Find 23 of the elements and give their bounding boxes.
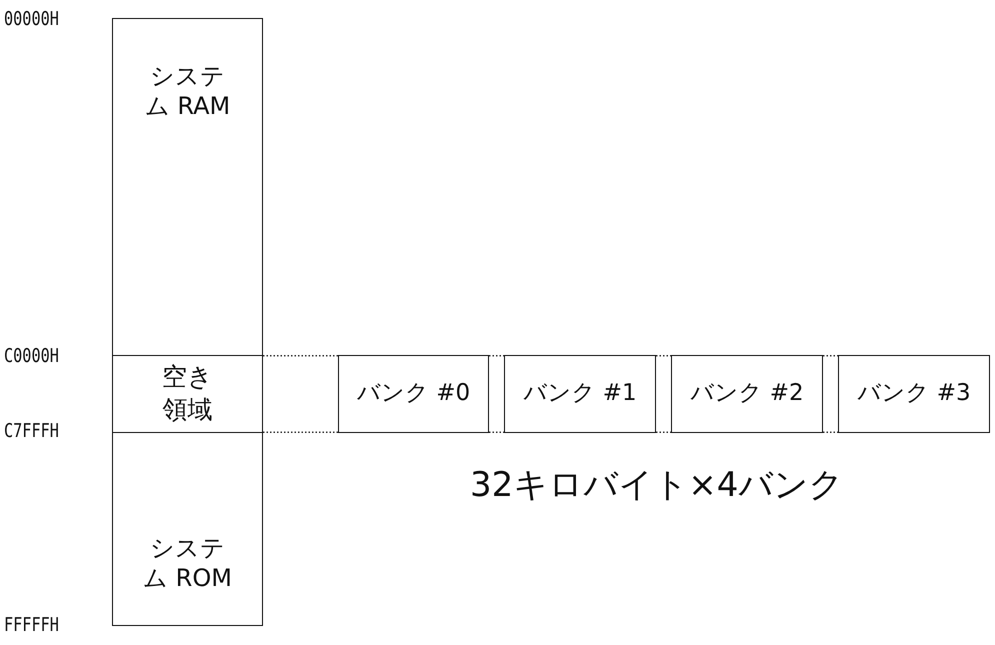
- region-label: バンク #0: [356, 379, 472, 408]
- bank-box: [504, 355, 656, 433]
- address-label: 00000H: [4, 8, 59, 30]
- bank-box: [671, 355, 823, 433]
- memory-region: [112, 355, 263, 433]
- region-label: バンク #1: [522, 379, 638, 408]
- bank-box: [338, 355, 489, 433]
- region-label: 空き領域: [161, 361, 214, 426]
- address-label: C7FFFH: [4, 420, 59, 442]
- region-label: システム RAM: [144, 61, 232, 121]
- memory-region: [112, 432, 263, 626]
- region-label: システム ROM: [142, 533, 233, 593]
- capacity-note: 32キロバイト×4バンク: [470, 464, 844, 507]
- memory-region: [112, 18, 263, 356]
- region-label: バンク #3: [856, 379, 972, 408]
- dotted-connector: [488, 355, 505, 433]
- address-label: C0000H: [4, 345, 59, 367]
- dotted-connector: [655, 355, 672, 433]
- region-label: バンク #2: [689, 379, 805, 408]
- bank-box: [838, 355, 990, 433]
- dotted-connector: [822, 355, 839, 433]
- dotted-connector: [262, 355, 339, 433]
- address-label: FFFFFH: [4, 614, 59, 636]
